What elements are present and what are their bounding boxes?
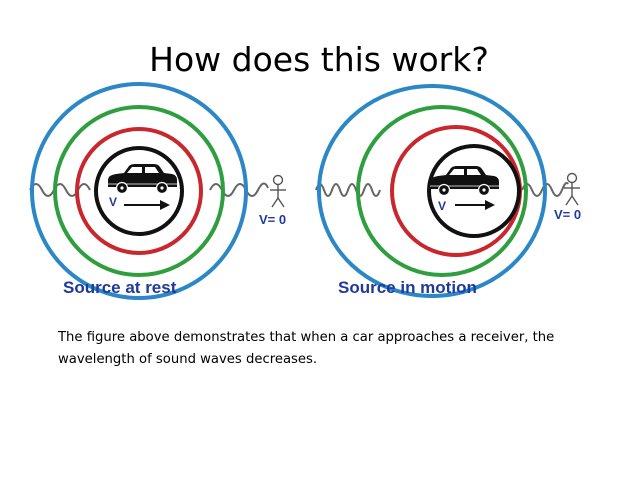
velocity-label: V	[438, 199, 446, 213]
wave-left-rest	[29, 183, 91, 197]
car-icon	[107, 163, 178, 195]
panel-label: Source at rest	[63, 278, 177, 297]
slide-title: How does this work?	[149, 40, 489, 79]
wave-right-motion	[521, 181, 569, 197]
car-icon	[429, 165, 500, 197]
ring-second-motion	[356, 105, 528, 277]
stick-figure-icon	[269, 174, 287, 208]
stick-figure-icon	[563, 172, 581, 206]
caption-line: The figure above demonstrates that when …	[58, 330, 555, 345]
ring-inner-rest	[94, 146, 184, 236]
ring-inner-motion	[427, 144, 521, 238]
ring-third-rest	[75, 127, 203, 255]
velocity-label: V	[109, 195, 117, 209]
caption: The figure above demonstrates that when …	[58, 327, 603, 371]
panel-source-at-rest: V V= 0 Source at rest	[29, 82, 287, 300]
caption-line: wavelength of sound waves decreases.	[58, 352, 318, 367]
arrow-right-icon	[124, 200, 170, 210]
panel-source-in-motion: V V= 0 Source in motion	[315, 84, 581, 298]
wave-right-rest	[209, 182, 269, 197]
observer-velocity-label: V= 0	[259, 212, 286, 227]
ring-third-motion	[390, 125, 522, 257]
ring-outer-motion	[317, 84, 547, 298]
arrow-right-icon	[455, 200, 495, 210]
panel-label: Source in motion	[338, 278, 477, 297]
wave-left-motion	[315, 183, 381, 197]
ring-outer-rest	[30, 82, 248, 300]
ring-second-rest	[53, 105, 225, 277]
observer-velocity-label: V= 0	[554, 207, 581, 222]
